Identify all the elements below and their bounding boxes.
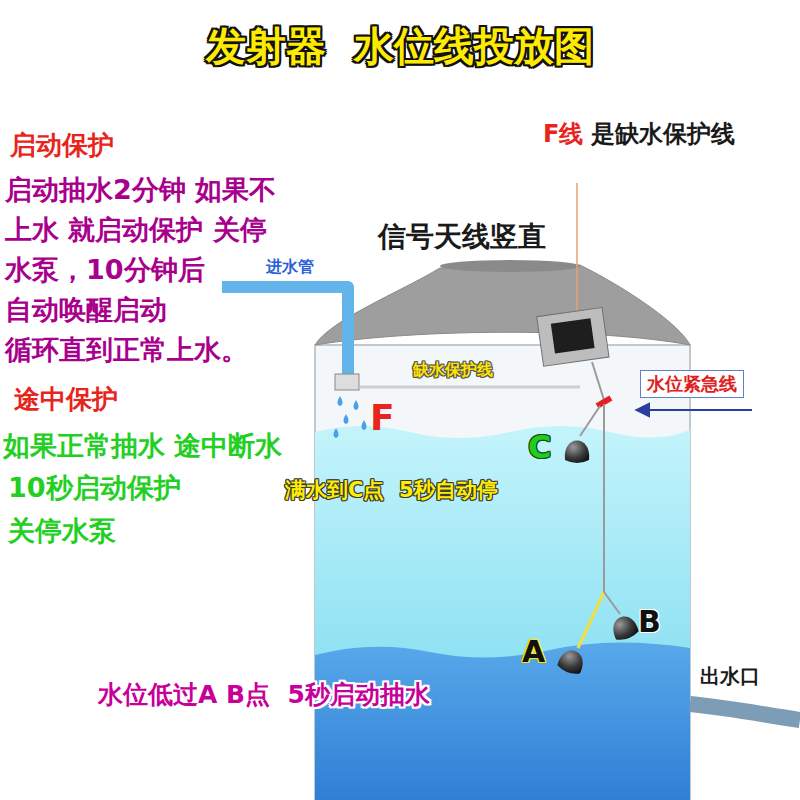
water-drop (338, 396, 343, 406)
tank-body (315, 345, 690, 800)
point-label: F (370, 396, 395, 439)
line-name: F线 (543, 120, 583, 149)
water-drop (344, 414, 349, 424)
float-c (565, 441, 589, 464)
note-text: 满水到C点 5秒自动停 (285, 478, 498, 503)
outlet-label: 出水口 (700, 664, 760, 688)
water-drop (354, 400, 359, 410)
point-label: B (638, 604, 661, 640)
sensor-wire (603, 404, 605, 592)
float-b (609, 613, 640, 642)
title: 发射器 水位线投放图 (0, 22, 800, 70)
callout-text: 水位紧急线 (647, 373, 737, 395)
low-water-line (360, 386, 580, 389)
outlet-pipe (690, 704, 800, 720)
float (609, 613, 640, 642)
section-heading: 途中保护 (14, 384, 118, 415)
water-drop (362, 420, 367, 430)
tank-roof (315, 265, 690, 345)
float (556, 647, 587, 676)
pipe-label: 进水管 (266, 257, 314, 276)
inlet-fitting (335, 374, 359, 390)
antenna-note: 信号天线竖直 (378, 220, 546, 254)
note-text: 如果正常抽水 途中断水 (3, 430, 282, 462)
roof-top (440, 260, 580, 272)
callout-box: 水位紧急线 (640, 370, 744, 398)
section-heading: 启动保护 (10, 130, 114, 161)
note-text: 是缺水保护线 (591, 120, 735, 149)
water-drop (334, 428, 339, 438)
sensor-wire (580, 406, 600, 436)
note-text: 关停水泵 (8, 515, 116, 547)
point-label: A (522, 634, 545, 670)
antenna (576, 183, 578, 314)
water-lower (315, 642, 690, 800)
float-a (556, 647, 587, 676)
sensor-wire (604, 592, 620, 614)
pointer-arrow (636, 409, 752, 411)
transmitter (537, 308, 609, 367)
transmitter-panel (551, 318, 595, 353)
point-label: C (528, 428, 551, 466)
transmitter-case (537, 308, 609, 367)
sensor-wire (592, 362, 604, 400)
note-text: 10秒启动保护 (8, 472, 181, 504)
line-label: 缺水保护线 (413, 360, 493, 379)
float (565, 441, 589, 464)
note-text: 水位低过A B点 5秒启动抽水 (98, 680, 430, 710)
sensor-wire (578, 592, 604, 648)
